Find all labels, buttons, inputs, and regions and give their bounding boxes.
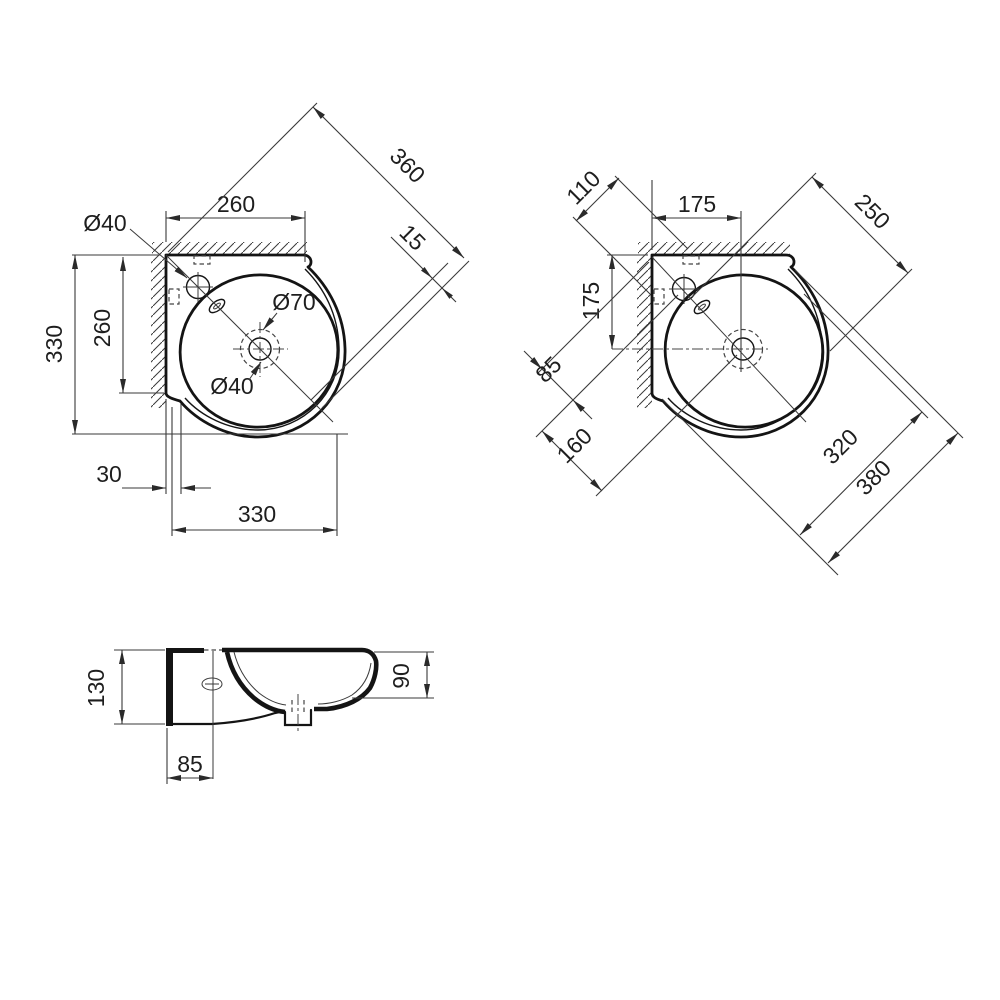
back-wall-section: [166, 648, 173, 726]
overflow-slot-inner: [698, 303, 706, 311]
corner-installation-view: 175 175 110 250 85 160 320 380: [523, 165, 964, 576]
ext-line: [691, 172, 817, 298]
dim-height: 130: [83, 669, 109, 707]
dim-front-height: 90: [388, 663, 414, 689]
leader-line: [248, 361, 262, 381]
dim-width-total: 330: [238, 501, 276, 527]
dim-overflow-offset: 85: [177, 751, 203, 777]
dim-drain-x: 175: [678, 191, 716, 217]
side-section-view: 130 85 90: [83, 647, 434, 784]
ext-line: [537, 261, 650, 374]
ext-line: [167, 102, 318, 253]
wall-hatch-top: [638, 242, 790, 255]
overflow-side: [201, 677, 223, 691]
ext-line: [661, 398, 839, 576]
ext-line: [595, 354, 738, 497]
dim-line: [541, 430, 603, 492]
label-faucet-hole: Ø40: [83, 210, 126, 236]
ext-line: [310, 262, 449, 401]
dim-diag-total: 380: [851, 455, 897, 501]
bowl-left-inner-line: [233, 651, 287, 706]
mounting-hole-left: [168, 288, 180, 305]
basin-bowl: [178, 273, 340, 429]
arrowhead: [442, 288, 453, 299]
wall-hatch-top: [152, 242, 307, 255]
dim-diag-right: 250: [850, 189, 896, 235]
ext-line: [829, 268, 913, 352]
sink-outline: [650, 253, 830, 439]
wall-hatch-left: [151, 255, 166, 408]
dim-line: [572, 399, 593, 420]
dim-line: [541, 368, 574, 401]
dim-hole-spacing: 110: [561, 165, 605, 209]
dim-drain-diag: 160: [552, 423, 598, 469]
mounting-hole-top: [682, 255, 700, 265]
underside-profile: [171, 709, 286, 726]
label-drain-inner: Ø40: [210, 373, 253, 399]
dim-line: [523, 350, 543, 370]
rim-front-section: [222, 647, 379, 712]
center-diagonal: [651, 256, 807, 423]
mounting-hole-left: [653, 288, 665, 305]
rim-back-section: [166, 648, 204, 653]
overflow-slot: [693, 299, 711, 315]
leader-line: [262, 312, 278, 331]
wall-hatch-left: [637, 255, 652, 408]
ext-line: [614, 175, 689, 250]
dim-line: [312, 106, 465, 259]
dim-diag-inner: 320: [818, 424, 864, 470]
ext-line: [803, 293, 929, 419]
ext-line: [535, 294, 679, 438]
bowl-left-wall: [224, 651, 286, 715]
dim-drain-y: 175: [578, 282, 604, 320]
top-view: 260 330 260 30 330 360 15 Ø40: [41, 102, 470, 536]
dim-diag-width: 360: [385, 143, 431, 189]
leader-line: [129, 228, 188, 279]
ext-line: [321, 260, 470, 409]
dim-depth-inner: 260: [89, 309, 115, 347]
center-diagonal: [165, 254, 334, 423]
bowl-right-inner-line: [317, 662, 372, 705]
dim-line: [575, 177, 620, 222]
mounting-hole-top: [193, 255, 211, 265]
label-drain-outer: Ø70: [272, 289, 315, 315]
dim-rim-step: 15: [394, 219, 430, 255]
dim-depth-total: 330: [41, 325, 67, 363]
ext-line: [794, 269, 964, 439]
ext-line: [572, 216, 651, 295]
dim-top-width: 260: [217, 191, 255, 217]
dim-line: [827, 432, 959, 564]
overflow-slot: [208, 298, 226, 314]
dim-line: [811, 176, 909, 274]
dim-faucet-diag: 85: [530, 351, 566, 387]
dim-left-offset: 30: [96, 461, 122, 487]
sink-outline: [164, 253, 347, 439]
basin-bowl: [663, 273, 825, 429]
arrowhead: [421, 267, 432, 278]
